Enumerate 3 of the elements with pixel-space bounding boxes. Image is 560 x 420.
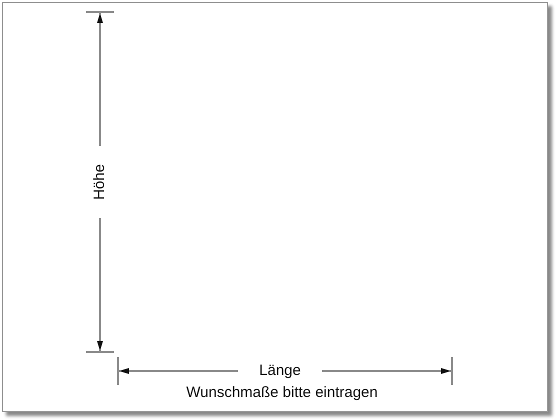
- dimension-label: Länge: [259, 362, 301, 380]
- instruction-note: Wunschmaße bitte eintragen: [186, 384, 378, 402]
- dimension-label: Höhe: [91, 164, 109, 200]
